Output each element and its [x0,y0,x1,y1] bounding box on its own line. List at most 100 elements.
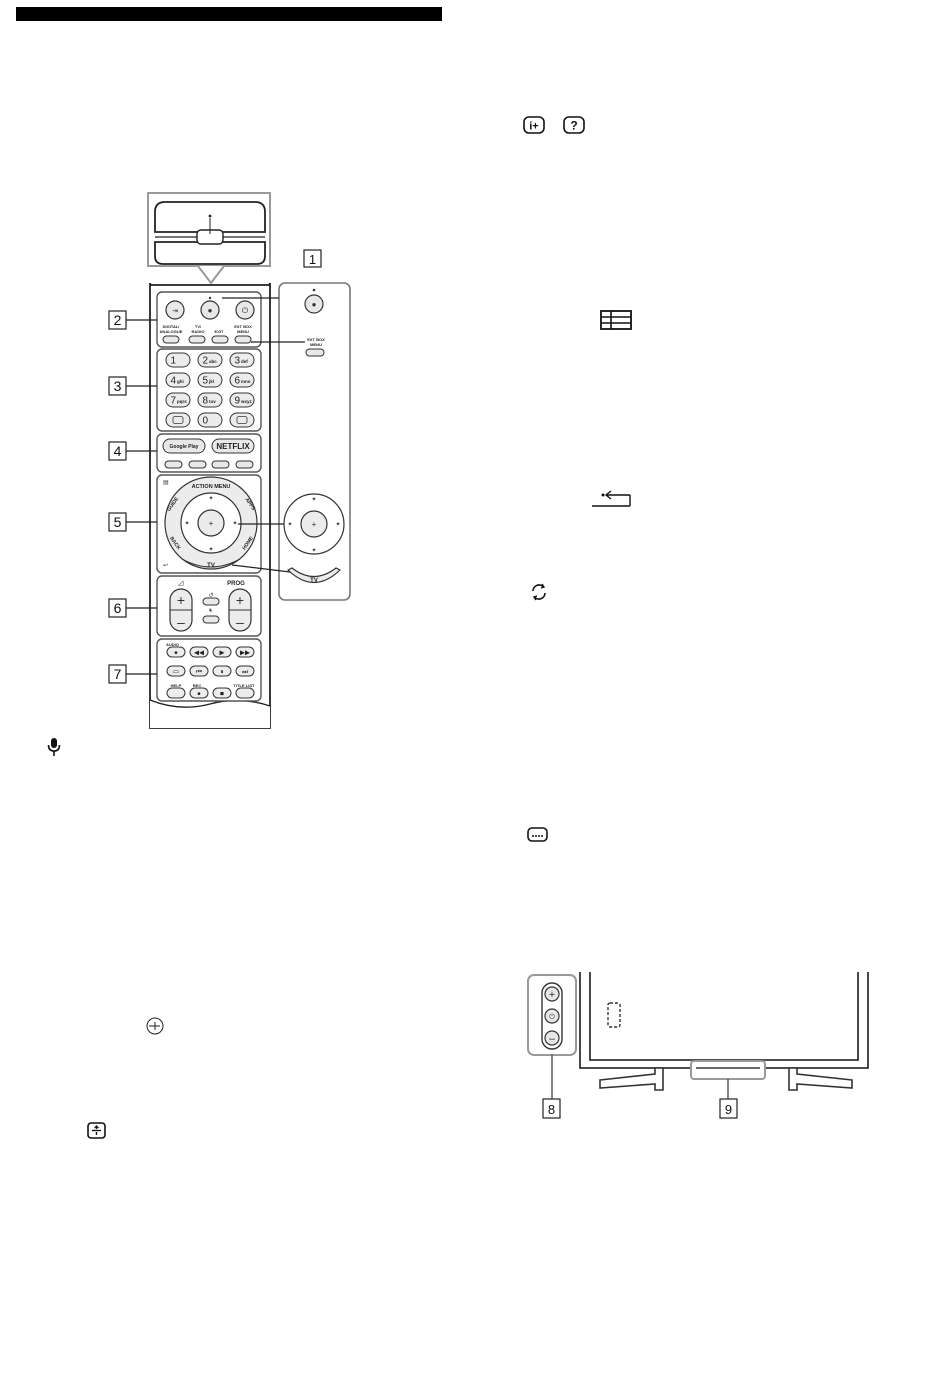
number-key-9[interactable] [229,392,255,408]
callout-3: 3 [114,378,122,394]
svg-text:+: + [312,520,317,529]
number-key-digit: 4 [170,376,176,387]
microphone-icon [47,738,61,756]
svg-text:i+: i+ [529,121,538,133]
number-key-digit: 3 [234,356,240,367]
help-label: HELP [171,683,182,688]
tv-volume-up-button[interactable] [544,986,560,1002]
title-list-button[interactable] [235,687,255,699]
number-key-0[interactable] [197,412,223,428]
next-button[interactable] [235,665,255,677]
svg-text:●: ● [208,306,213,315]
blue-button[interactable] [235,460,254,469]
prev-button[interactable] [189,665,209,677]
tv-volume-down-button[interactable] [544,1030,560,1046]
dpad-center[interactable] [197,509,225,537]
number-key-2[interactable] [197,352,223,368]
number-key-5[interactable] [197,372,223,388]
callout-7: 7 [114,666,122,682]
svg-text:▶: ▶ [220,650,226,657]
audio-button[interactable] [166,646,186,658]
jump-button[interactable] [202,597,220,606]
svg-text:ANALOGUE: ANALOGUE [160,329,183,334]
number-key-4[interactable] [165,372,191,388]
svg-text:EXT BOX: EXT BOX [307,337,325,342]
google-play-button[interactable] [162,438,206,454]
left-stand [599,1067,664,1091]
number-key-8[interactable] [197,392,223,408]
svg-text:⇥: ⇥ [172,308,178,315]
callout-2: 2 [114,312,122,328]
svg-text:▤: ▤ [163,480,169,486]
green-button[interactable] [188,460,207,469]
number-key-6[interactable] [229,372,255,388]
remote-sensor [607,1002,621,1028]
teletext-button[interactable] [165,412,191,428]
rec-button[interactable] [189,687,209,699]
input-button[interactable] [165,300,185,320]
fast-forward-button[interactable] [235,646,255,658]
number-key-digit: 0 [202,416,208,427]
number-key-letters: wxyz [240,399,253,404]
inset-mic-button[interactable] [304,294,324,314]
help-icon: ? [563,116,585,134]
number-key-digit: 6 [234,376,240,387]
svg-text:▭: ▭ [173,669,179,676]
number-key-letters: ghi [177,379,184,384]
teletext-icon [87,1122,106,1139]
pause-button[interactable] [212,665,232,677]
yellow-button[interactable] [211,460,230,469]
svg-text:TV/: TV/ [195,324,202,329]
number-key-1[interactable] [165,352,191,368]
number-key-7[interactable] [165,392,191,408]
callout-9: 9 [725,1102,732,1117]
svg-text:◿: ◿ [178,580,184,587]
number-key-letters: pqrs [177,399,187,404]
inset-tv-button[interactable] [286,567,342,583]
svg-text:MENU: MENU [310,342,322,347]
info-plus-icon: i+ [523,116,545,134]
callout-6: 6 [114,600,122,616]
svg-text:✦: ✦ [311,547,316,554]
subtitle-small-button[interactable] [166,665,186,677]
svg-text:✦: ✦ [311,496,316,503]
svg-text:+: + [209,519,214,528]
number-key-3[interactable] [229,352,255,368]
number-key-digit: 2 [202,356,208,367]
svg-text:–: – [549,1033,556,1045]
svg-text:⏻: ⏻ [242,306,249,315]
remote-variant-inset: 1 ● EXT BOX MENU + ✦ ✦ ✦ ✦ TV [222,249,351,601]
help-button[interactable] [166,687,186,699]
netflix-label: NETFLIX [216,442,250,451]
sync-icon [532,583,546,601]
red-button[interactable] [164,460,183,469]
svg-text:+: + [549,989,555,1001]
remote-section-volume: ◿ + – ↺ 🔇︎ PROG + – [156,575,262,637]
mute-button[interactable] [202,615,220,624]
svg-text:MENU: MENU [237,329,249,334]
play-button[interactable] [212,646,232,658]
number-key-digit: 8 [202,396,208,407]
svg-text:+: + [177,592,185,608]
subtitle-button[interactable] [229,412,255,428]
number-key-letters: jkl [208,379,214,384]
stop-button[interactable] [212,687,232,699]
netflix-button[interactable] [211,438,255,454]
remote-section-navigation: + ✦ ✦ ✦ ✦ ACTION MENU GUIDE APPS BACK HO… [156,474,262,574]
remote-control-illustration: ⇥ ● ⏻ DIGITAL/ ANALOGUE TV/ RADIO EXIT E… [108,192,271,729]
mic-button[interactable] [200,300,220,320]
rewind-button[interactable] [189,646,209,658]
callout-8: 8 [548,1102,555,1117]
tv-label: TV [207,563,215,569]
svg-text:▶▶: ▶▶ [240,650,251,657]
inset-ext-box-menu-button[interactable] [305,348,325,357]
svg-text:✦: ✦ [184,520,189,527]
tv-power-button[interactable] [544,1008,560,1024]
svg-text:DIGITAL/: DIGITAL/ [163,324,181,329]
number-key-digit: 5 [202,376,208,387]
power-button[interactable] [235,300,255,320]
svg-text:↺: ↺ [208,592,213,599]
svg-text:●: ● [312,300,317,309]
svg-text:🔇︎: 🔇︎ [209,608,213,614]
